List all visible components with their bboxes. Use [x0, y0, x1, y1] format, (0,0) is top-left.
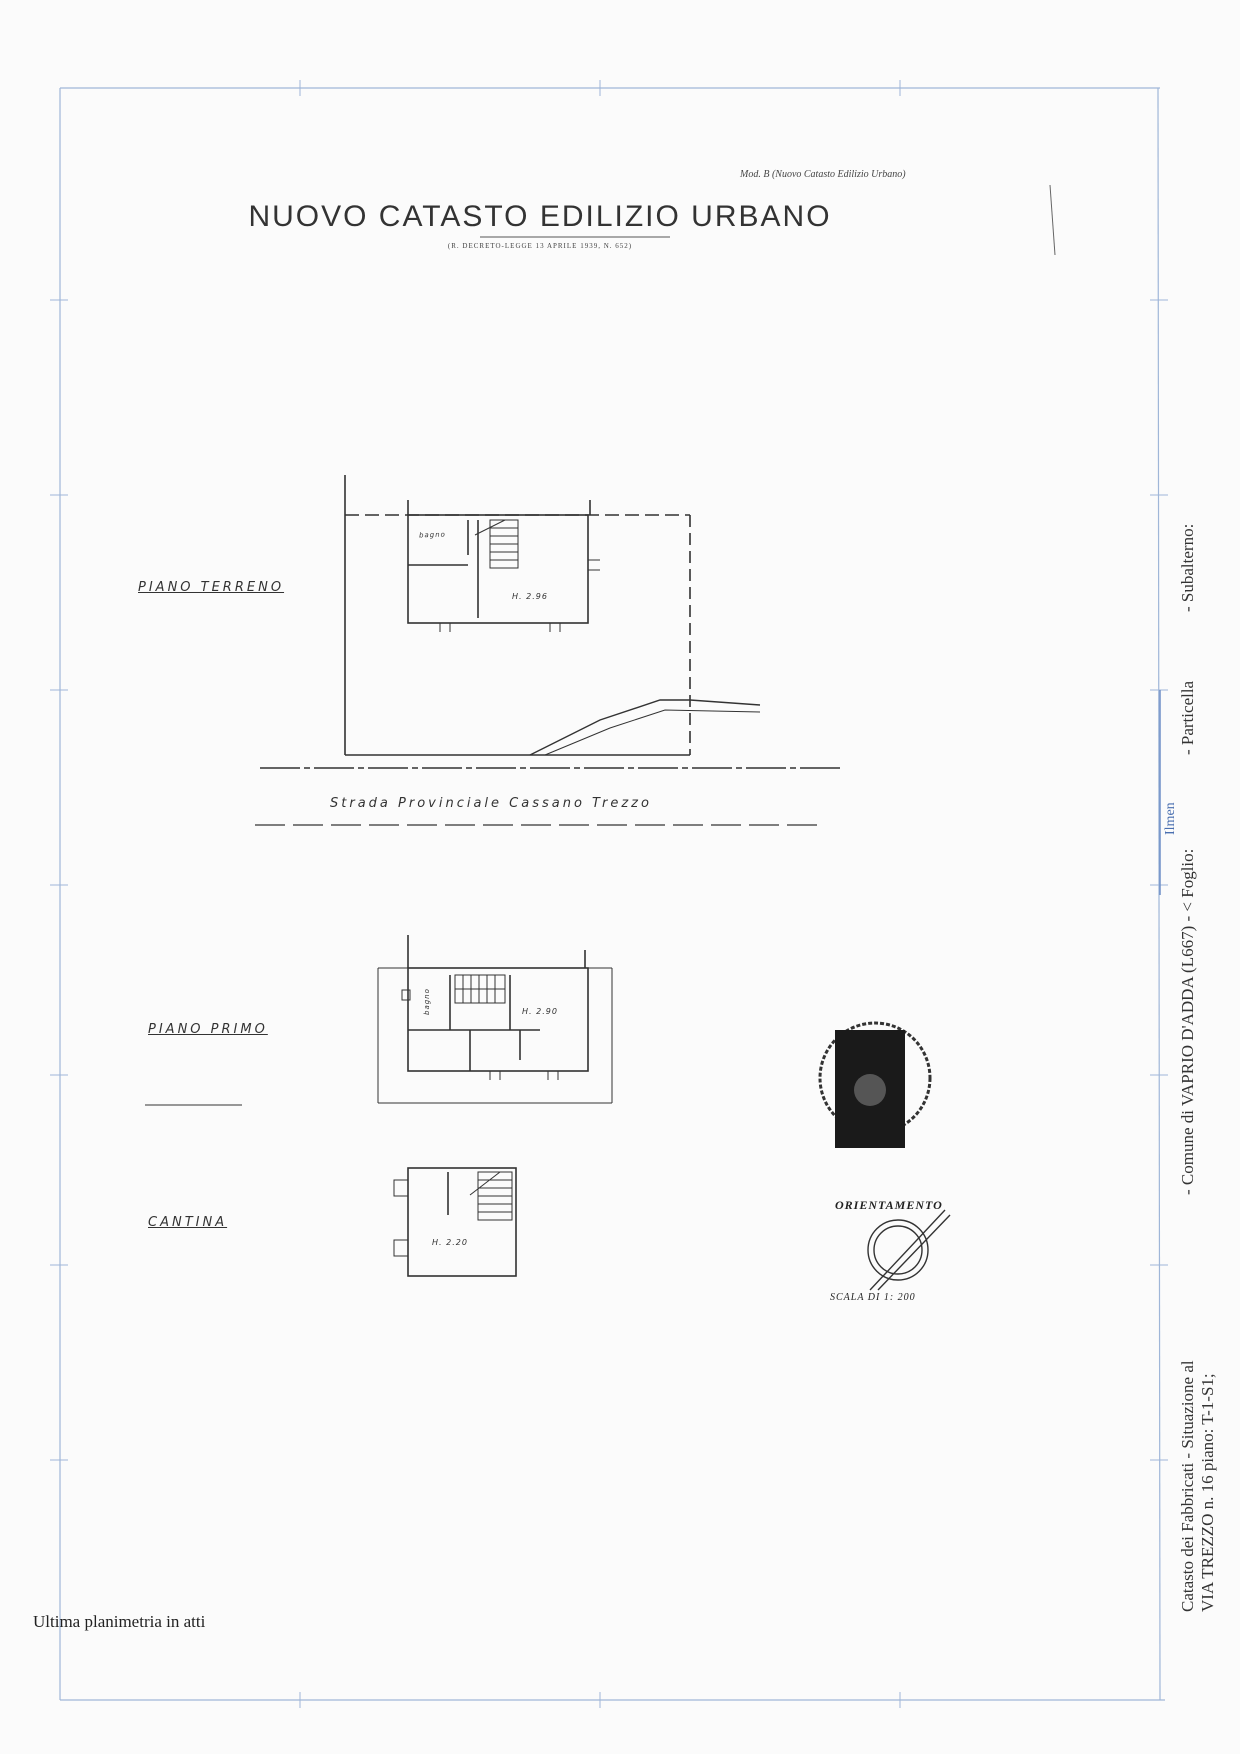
- first-floor-label: PIANO PRIMO: [148, 1022, 268, 1037]
- side-text-subalterno: - Subalterno:: [1178, 523, 1197, 612]
- cellar-plan: [393, 1167, 517, 1277]
- orientation-compass: [867, 1209, 951, 1291]
- ground-floor-bathroom-label: bagno: [418, 530, 447, 540]
- side-text-line2: VIA TREZZO n. 16 piano: T-1-S1;: [1198, 1373, 1217, 1612]
- street-lines: [255, 767, 840, 826]
- scale-label: SCALA DI 1: 200: [830, 1292, 916, 1303]
- orientation-label: ORIENTAMENTO: [835, 1198, 943, 1212]
- stamp-fragment: Ilmen: [1163, 802, 1178, 835]
- first-floor-bathroom-label: bagno: [423, 988, 431, 1015]
- model-reference: Mod. B (Nuovo Catasto Edilizio Urbano): [740, 169, 906, 180]
- side-text-line1: Catasto dei Fabbricati - Situazione al: [1178, 1360, 1197, 1612]
- ground-floor-label: PIANO TERRENO: [138, 580, 285, 595]
- sheet-frame: [59, 87, 1165, 1701]
- document-title: NUOVO CATASTO EDILIZIO URBANO: [248, 200, 832, 233]
- ground-floor-height: H. 2.96: [512, 592, 548, 601]
- ground-floor-plan: [344, 475, 761, 756]
- first-floor-plan: [377, 935, 613, 1104]
- first-floor-height: H. 2.90: [522, 1007, 558, 1016]
- decree-reference: (R. DECRETO-LEGGE 13 APRILE 1939, N. 652…: [447, 242, 633, 250]
- side-text-comune: - Comune di VAPRIO D'ADDA (L667) - < Fog…: [1178, 848, 1197, 1195]
- side-text-particella: - Particella: [1178, 680, 1197, 755]
- last-plan-note: Ultima planimetria in atti: [33, 1612, 206, 1631]
- official-stamp: [818, 1021, 932, 1148]
- cellar-label: CANTINA: [148, 1215, 228, 1230]
- cellar-height: H. 2.20: [432, 1238, 468, 1247]
- frame-ticks: [50, 80, 1168, 1708]
- street-name: Strada Provinciale Cassano Trezzo: [330, 796, 652, 811]
